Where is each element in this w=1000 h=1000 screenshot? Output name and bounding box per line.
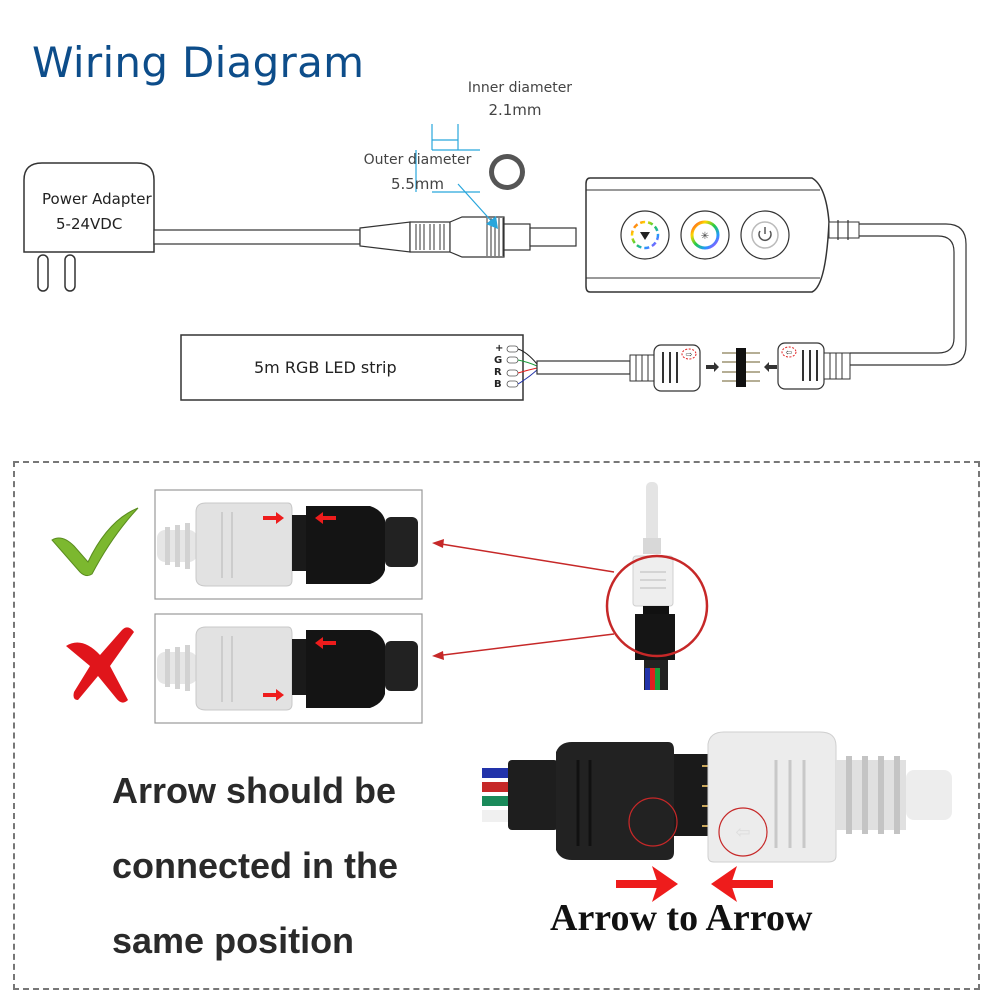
dc-jack-inner bbox=[494, 159, 520, 185]
power-cable bbox=[153, 229, 361, 245]
instruction-line-3: same position bbox=[112, 920, 355, 961]
inner-diameter-label: Inner diameter bbox=[467, 80, 573, 96]
controller-button-color: ✳ bbox=[680, 210, 730, 260]
plug-prong-right bbox=[64, 254, 76, 292]
instruction-line-2: connected in the bbox=[112, 845, 399, 886]
connection-guide-panel bbox=[13, 461, 980, 990]
power-adapter-label: Power Adapter bbox=[42, 190, 152, 208]
pin-label-b: B bbox=[494, 379, 502, 390]
dimension-lines bbox=[415, 124, 495, 225]
dc-plug bbox=[359, 216, 577, 258]
pin-label-r: R bbox=[494, 367, 502, 378]
controller-cable-inner bbox=[850, 235, 955, 354]
pin-header bbox=[722, 348, 760, 387]
pin-label-g: G bbox=[494, 355, 503, 366]
controller-connector: ⇦ bbox=[777, 342, 851, 390]
wiring-diagram: ✳ ⇨ bbox=[23, 124, 967, 401]
dimension-arrowhead bbox=[486, 216, 498, 229]
mode-down-icon bbox=[640, 232, 650, 240]
power-adapter-voltage: 5-24VDC bbox=[56, 215, 123, 233]
power-icon bbox=[758, 230, 772, 241]
instruction-line-1: Arrow should be bbox=[112, 770, 397, 811]
brightness-icon: ✳ bbox=[701, 231, 709, 242]
plug-prong-left bbox=[37, 254, 49, 292]
svg-text:⇨: ⇨ bbox=[686, 350, 693, 359]
pin-label-plus: + bbox=[495, 343, 504, 354]
svg-text:⇦: ⇦ bbox=[786, 348, 793, 357]
led-strip-label: 5m RGB LED strip bbox=[254, 358, 397, 377]
strip-connector: ⇨ bbox=[629, 344, 701, 392]
controller-button-mode bbox=[620, 210, 670, 260]
arrow-to-arrow-caption: Arrow to Arrow bbox=[550, 897, 813, 939]
arrow-right-icon bbox=[706, 362, 719, 372]
outer-diameter-value: 5.5mm bbox=[390, 175, 445, 193]
page-title: Wiring Diagram bbox=[32, 38, 365, 87]
strip-cable bbox=[536, 360, 631, 375]
controller-button-power bbox=[740, 210, 790, 260]
outer-diameter-label: Outer diameter bbox=[363, 152, 472, 168]
inner-diameter-value: 2.1mm bbox=[488, 101, 542, 119]
power-adapter bbox=[23, 162, 155, 292]
controller-cable-outer bbox=[850, 223, 967, 366]
led-strip bbox=[180, 334, 538, 401]
arrow-left-icon bbox=[764, 362, 777, 372]
